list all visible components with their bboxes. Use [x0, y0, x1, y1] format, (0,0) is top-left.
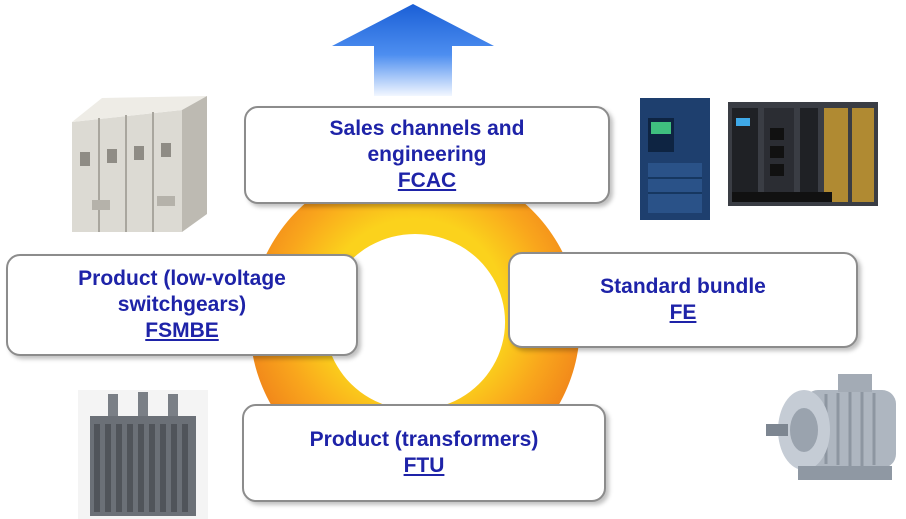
- node-standard-bundle-line1: Standard bundle: [600, 275, 766, 298]
- node-standard-bundle: Standard bundle FE: [508, 252, 858, 348]
- ftu-link[interactable]: FTU: [403, 454, 445, 477]
- node-low-voltage-switchgears: Product (low-voltage switchgears) FSMBE: [6, 254, 358, 356]
- transformer-image: [78, 390, 208, 519]
- node-transformers-line1: Product (transformers): [309, 428, 539, 451]
- node-sales-channels-line2: engineering: [367, 143, 487, 166]
- node-sales-channels-line1: Sales channels and: [329, 117, 525, 140]
- inverter-controller-image: [640, 98, 878, 220]
- node-low-voltage-line1: Product (low-voltage: [78, 267, 286, 290]
- fe-link[interactable]: FE: [669, 301, 697, 324]
- fsmbe-link[interactable]: FSMBE: [145, 319, 219, 342]
- electric-motor-image: [766, 374, 896, 480]
- upward-arrow: [332, 4, 494, 96]
- node-transformers: Product (transformers) FTU: [242, 404, 606, 502]
- node-low-voltage-line2: switchgears): [117, 293, 247, 316]
- fcac-link[interactable]: FCAC: [397, 169, 457, 192]
- switchgear-cabinet-image: [72, 96, 207, 232]
- node-sales-channels: Sales channels and engineering FCAC: [244, 106, 610, 204]
